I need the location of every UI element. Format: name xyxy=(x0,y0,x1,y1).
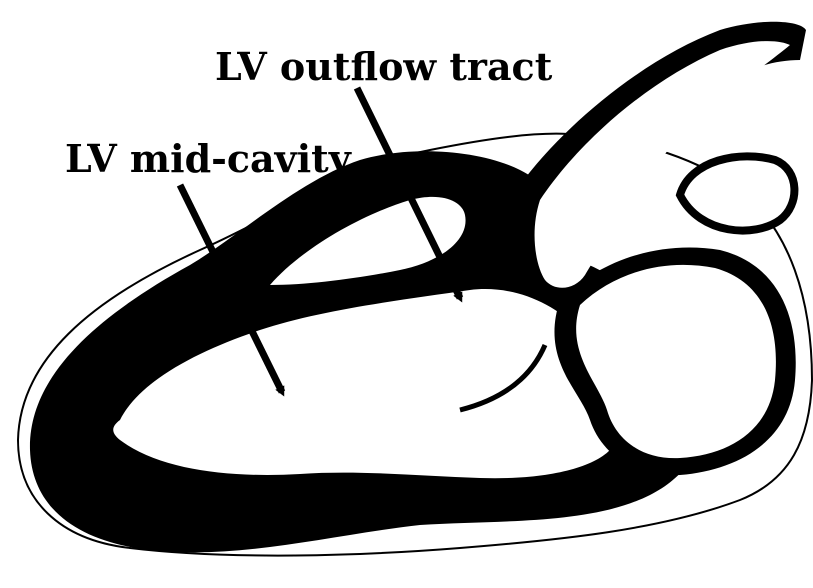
label-lv-outflow-tract: LV outflow tract xyxy=(215,44,553,89)
label-lv-mid-cavity: LV mid-cavity xyxy=(65,136,352,181)
right-loop xyxy=(680,156,794,230)
